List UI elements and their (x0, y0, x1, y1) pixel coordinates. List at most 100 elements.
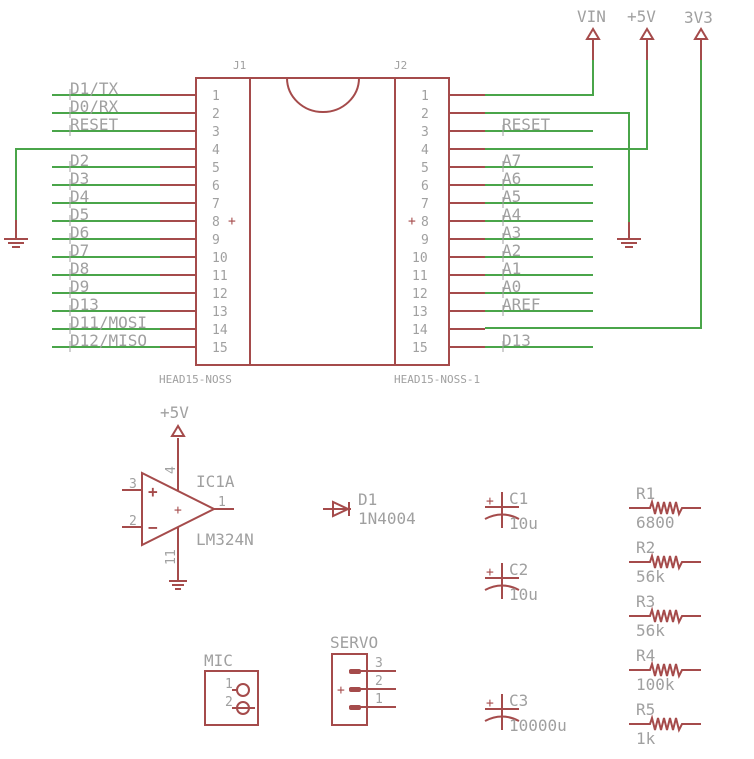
j1-pin-number: 1 (212, 89, 220, 104)
opamp-plus-sign: + (148, 482, 158, 501)
j1-pin-number: 11 (212, 269, 228, 284)
j1-pin-number: 12 (212, 287, 228, 302)
j2-pin-number: 4 (421, 143, 429, 158)
resistor-value: 56k (636, 567, 665, 586)
diode-icon (332, 500, 351, 518)
servo-pin3-label: 3 (375, 656, 383, 671)
j1-pin-number: 15 (212, 341, 228, 356)
j1-net-label: D11/MOSI (70, 313, 147, 332)
j1-pin-number: 6 (212, 179, 220, 194)
j2-net-label: A2 (502, 241, 521, 260)
j2-pin-number: 15 (412, 341, 428, 356)
v5-arrow-icon (639, 27, 655, 40)
resistor-ref: R1 (636, 484, 655, 503)
j2-net-label: A7 (502, 151, 521, 170)
opamp-supply-label: +5V (160, 403, 189, 422)
j2-pin-number: 6 (421, 179, 429, 194)
servo-origin-mark: + (337, 683, 345, 698)
cap-ref: C1 (509, 489, 528, 508)
mic-ref: MIC (204, 651, 233, 670)
resistor-r5[interactable]: R5 1k (629, 700, 701, 748)
j2-pin-number: 9 (421, 233, 429, 248)
j2-pin-number: 8 (421, 215, 429, 230)
opamp-minus-sign: − (148, 518, 158, 537)
j1-net-label: D8 (70, 259, 89, 278)
ground-icon (4, 238, 28, 248)
j2-pin-number: 10 (412, 251, 428, 266)
cap-polarity-mark: + (486, 696, 494, 711)
servo-pin3-pad (349, 669, 361, 674)
j2-net-label: AREF (502, 295, 541, 314)
chip-notch (286, 77, 360, 113)
j1-body[interactable] (195, 77, 251, 366)
cap-curved-plate (484, 584, 520, 591)
diode-d1[interactable]: D1 1N4004 (323, 490, 416, 528)
resistor-value: 56k (636, 621, 665, 640)
mic-pin1-pad (236, 683, 250, 697)
wire-j2-pin14-3v3[interactable] (485, 60, 702, 329)
mic-body (204, 670, 259, 726)
opamp-value: LM324N (196, 530, 254, 549)
j1-value: HEAD15-NOSS (159, 373, 232, 386)
resistor-value: 1k (636, 729, 656, 748)
cap-ref: C3 (509, 691, 528, 710)
j2-net-label: A3 (502, 223, 521, 242)
j2-pin-number: 3 (421, 125, 429, 140)
chip-body[interactable] (249, 77, 396, 366)
j2-net-label: A4 (502, 205, 521, 224)
vin-arrow-icon (585, 27, 601, 40)
servo-ref: SERVO (330, 633, 378, 652)
resistor-icon (629, 606, 701, 625)
j2-pin-number: 14 (412, 323, 428, 338)
j2-net-label: A6 (502, 169, 521, 188)
j2-pin-number: 11 (412, 269, 428, 284)
servo-pin1-pad (349, 705, 361, 710)
j1-pin-number: 9 (212, 233, 220, 248)
j1-pin-number: 14 (212, 323, 228, 338)
opamp-supply-arrow-icon (170, 424, 186, 437)
ground-icon (617, 238, 641, 248)
servo-connector[interactable]: + 3 2 1 SERVO (330, 633, 396, 726)
j1-net-label: D3 (70, 169, 89, 188)
wire-j2-pin1-vin[interactable] (485, 60, 594, 96)
resistor-ref: R5 (636, 700, 655, 719)
j2-net-label: D13 (502, 331, 531, 350)
mic-pin2-label: 2 (225, 695, 233, 710)
j1-net-label: D7 (70, 241, 89, 260)
vin-label: VIN (577, 7, 606, 26)
j2-pin-number: 2 (421, 107, 429, 122)
opamp-ref: IC1A (196, 472, 235, 491)
v5-label: +5V (627, 7, 656, 26)
j1-net-label: D5 (70, 205, 89, 224)
j1-pin-number: 13 (212, 305, 228, 320)
wire-j1-pin4-gnd[interactable] (15, 148, 160, 220)
servo-pin2-label: 2 (375, 674, 383, 689)
opamp-ic1a[interactable]: +5V + − + 3 2 1 4 11 IC1A LM324N (122, 403, 254, 590)
j1-pins: 1D1/TX2D0/RX3RESET45D26D37D48D59D610D711… (52, 79, 228, 356)
cap-curved-plate (484, 513, 520, 520)
cap-polarity-mark: + (486, 565, 494, 580)
j2-ref: J2 (394, 59, 407, 72)
mic-connector[interactable]: 1 2 MIC (204, 651, 259, 726)
j1-pin-number: 5 (212, 161, 220, 176)
j1-net-label: D9 (70, 277, 89, 296)
wire-j2-pin2-gnd[interactable] (485, 112, 630, 222)
mic-pin1-label: 1 (225, 677, 233, 692)
j2-pin-number: 1 (421, 89, 429, 104)
opamp-pin1: 1 (218, 495, 226, 510)
wire-j2-pin4-5v[interactable] (485, 60, 648, 150)
opamp-origin-mark: + (174, 503, 182, 518)
j2-pin-number: 5 (421, 161, 429, 176)
opamp-pin3: 3 (129, 477, 137, 492)
